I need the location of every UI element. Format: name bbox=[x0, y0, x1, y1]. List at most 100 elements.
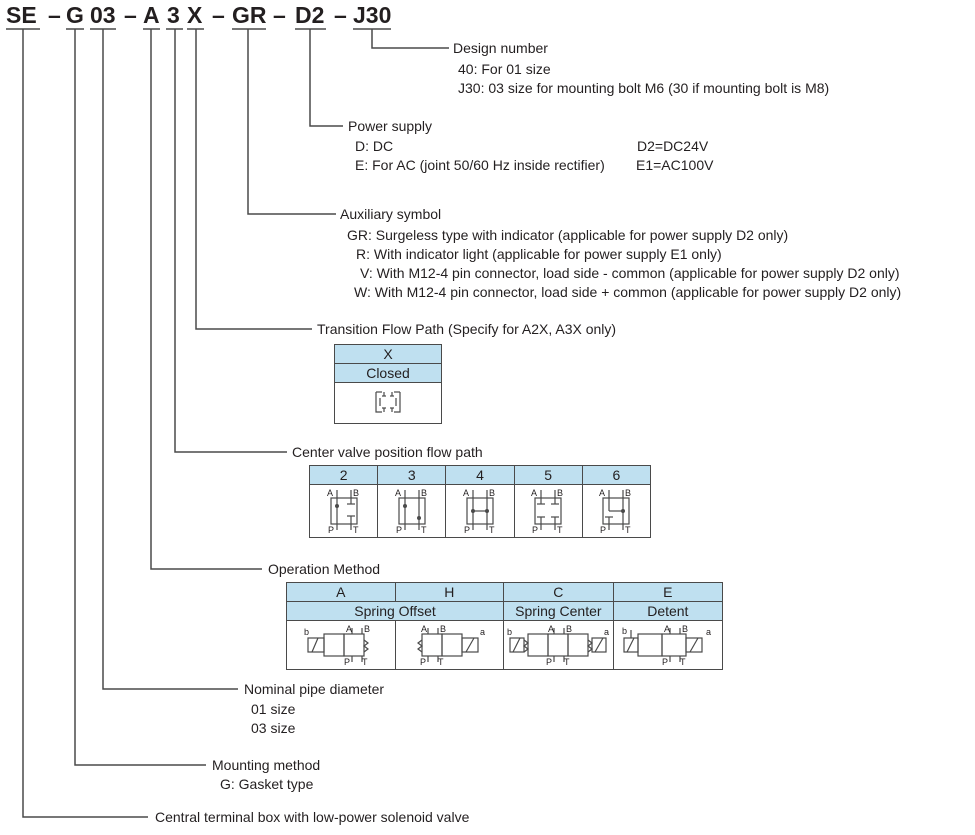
code-j30: J30 bbox=[353, 2, 392, 28]
center-position-col-3: 3 bbox=[377, 465, 447, 485]
center-position-4-icon: A B P T bbox=[463, 488, 495, 535]
transition-symbol-cell bbox=[334, 382, 442, 424]
leader-series bbox=[22, 29, 148, 818]
svg-text:B: B bbox=[353, 488, 359, 498]
operation-title: Operation Method bbox=[268, 561, 381, 577]
center-position-table: 2 3 4 5 6 A B P T A B P T A B P T A B P T A B P T bbox=[308, 465, 652, 538]
power-supply-left: E: For AC (joint 50/60 Hz inside rectifi… bbox=[355, 157, 605, 173]
svg-text:B: B bbox=[421, 488, 427, 498]
nominal-diameter-line: 03 size bbox=[251, 720, 296, 736]
code-se: SE bbox=[6, 2, 37, 28]
design-number-title: Design number bbox=[453, 40, 548, 56]
svg-text:A: A bbox=[421, 624, 427, 634]
svg-text:A: A bbox=[599, 488, 605, 498]
code-gr: GR bbox=[232, 2, 267, 28]
auxiliary-title: Auxiliary symbol bbox=[340, 206, 442, 222]
svg-text:P: P bbox=[546, 657, 552, 666]
code-sep: – bbox=[273, 2, 286, 28]
svg-text:A: A bbox=[664, 624, 670, 634]
auxiliary-line: W: With M12-4 pin connector, load side +… bbox=[354, 284, 902, 300]
auxiliary-line: V: With M12-4 pin connector, load side -… bbox=[360, 265, 900, 281]
transition-name: Closed bbox=[334, 363, 442, 383]
svg-text:T: T bbox=[362, 657, 368, 666]
leader-nominal-diameter bbox=[102, 29, 238, 690]
center-symbol-cell-4: A B P T bbox=[445, 484, 515, 538]
auxiliary-line: GR: Surgeless type with indicator (appli… bbox=[347, 227, 789, 243]
svg-text:b: b bbox=[304, 627, 309, 637]
center-position-col-6: 6 bbox=[581, 465, 652, 485]
svg-text:B: B bbox=[625, 488, 631, 498]
auxiliary-line: R: With indicator light (applicable for … bbox=[356, 246, 722, 262]
power-supply-title: Power supply bbox=[348, 118, 433, 134]
series-title: Central terminal box with low-power sole… bbox=[155, 809, 470, 825]
svg-text:T: T bbox=[564, 657, 570, 666]
svg-text:A: A bbox=[531, 488, 537, 498]
code-d2: D2 bbox=[295, 2, 325, 28]
design-number-line: J30: 03 size for mounting bolt M6 (30 if… bbox=[458, 80, 830, 96]
center-position-title: Center valve position flow path bbox=[292, 444, 483, 460]
svg-text:b: b bbox=[507, 627, 512, 637]
center-position-col-5: 5 bbox=[513, 465, 583, 485]
svg-text:P: P bbox=[420, 657, 426, 666]
closed-transition-symbol-icon bbox=[375, 390, 401, 413]
power-supply-left: D: DC bbox=[355, 138, 394, 154]
svg-text:a: a bbox=[604, 627, 609, 637]
code-sep: – bbox=[212, 2, 225, 28]
svg-text:P: P bbox=[328, 525, 334, 534]
svg-text:B: B bbox=[489, 488, 495, 498]
svg-text:A: A bbox=[463, 488, 469, 498]
svg-text:b: b bbox=[622, 626, 627, 636]
transition-code: X bbox=[334, 344, 442, 364]
center-position-6-icon: A B P T bbox=[599, 488, 631, 535]
operation-code-h: H bbox=[394, 582, 505, 602]
center-symbol-cell-6: A B P T bbox=[581, 484, 652, 538]
svg-text:P: P bbox=[396, 525, 402, 534]
svg-text:a: a bbox=[480, 627, 485, 637]
nominal-diameter-title: Nominal pipe diameter bbox=[244, 681, 385, 697]
svg-text:T: T bbox=[421, 525, 427, 534]
leader-center-position bbox=[174, 29, 287, 453]
svg-text:B: B bbox=[364, 624, 370, 634]
svg-text:T: T bbox=[489, 525, 495, 534]
svg-text:P: P bbox=[600, 525, 606, 534]
code-sep: – bbox=[334, 2, 347, 28]
center-position-col-2: 2 bbox=[308, 465, 379, 485]
center-position-col-4: 4 bbox=[445, 465, 515, 485]
leader-auxiliary bbox=[247, 29, 336, 215]
svg-text:B: B bbox=[682, 624, 688, 634]
power-supply-right: E1=AC100V bbox=[636, 157, 714, 173]
svg-text:A: A bbox=[346, 624, 352, 634]
svg-text:B: B bbox=[566, 624, 572, 634]
svg-text:T: T bbox=[353, 525, 359, 534]
design-number-line: 40: For 01 size bbox=[458, 61, 551, 77]
operation-group-spring-center: Spring Center bbox=[503, 601, 614, 621]
svg-text:P: P bbox=[464, 525, 470, 534]
code-g: G bbox=[66, 2, 84, 28]
leader-design-number bbox=[371, 29, 449, 49]
svg-text:P: P bbox=[662, 657, 668, 666]
svg-text:T: T bbox=[680, 657, 686, 666]
operation-table: A H C E Spring Offset Spring Center Dete… bbox=[285, 582, 724, 670]
svg-text:B: B bbox=[557, 488, 563, 498]
svg-text:T: T bbox=[625, 525, 631, 534]
leader-mounting bbox=[74, 29, 206, 766]
operation-group-detent: Detent bbox=[612, 601, 724, 621]
svg-text:A: A bbox=[548, 624, 554, 634]
code-sep: – bbox=[124, 2, 137, 28]
transition-title: Transition Flow Path (Specify for A2X, A… bbox=[317, 321, 617, 337]
code-a: A bbox=[143, 2, 160, 28]
